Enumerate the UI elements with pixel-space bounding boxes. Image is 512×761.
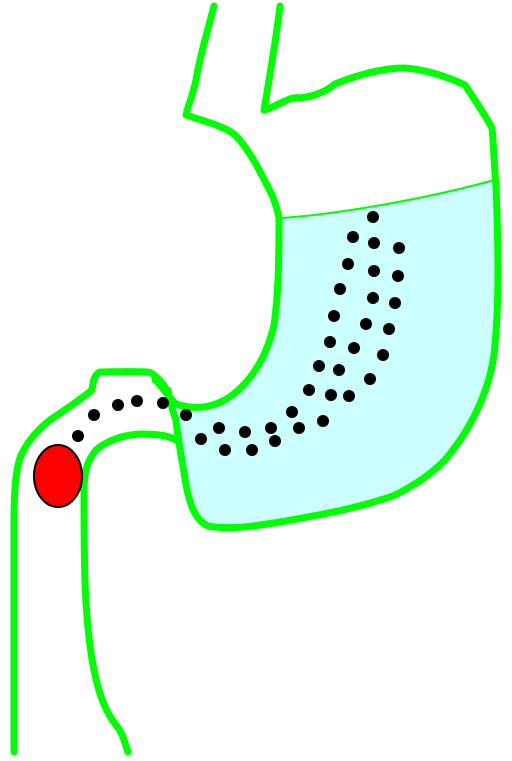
particle-dot <box>377 349 389 361</box>
particle-dot <box>219 444 231 456</box>
particle-dot <box>269 435 281 447</box>
particle-dot <box>313 360 325 372</box>
particle-dot <box>334 283 346 295</box>
particle-dot <box>157 397 169 409</box>
particle-dot <box>195 433 207 445</box>
gastric-fluid-region <box>175 180 496 524</box>
particle-dot <box>324 336 336 348</box>
particle-dot <box>348 342 360 354</box>
particle-dot <box>112 399 124 411</box>
obstruction-mass <box>34 445 82 507</box>
particle-dot <box>180 409 192 421</box>
particle-dot <box>293 422 305 434</box>
particle-dot <box>360 318 372 330</box>
particle-dot <box>333 364 345 376</box>
particle-dot <box>367 292 379 304</box>
particle-dot <box>325 389 337 401</box>
particle-dot <box>368 237 380 249</box>
pyloric-channel-lower <box>84 434 176 752</box>
particle-dot <box>393 242 405 254</box>
particle-dot <box>131 395 143 407</box>
particle-dot <box>383 323 395 335</box>
esophagus-left-wall <box>155 6 279 407</box>
particle-dot <box>246 444 258 456</box>
particle-dot <box>286 406 298 418</box>
particle-dot <box>368 265 380 277</box>
pyloric-channel-upper <box>14 372 165 752</box>
particle-dot <box>265 422 277 434</box>
particle-dot <box>303 384 315 396</box>
particle-dot <box>347 231 359 243</box>
particle-dot <box>367 211 379 223</box>
particle-dot <box>88 409 100 421</box>
particle-dot <box>342 258 354 270</box>
particle-dot <box>72 430 84 442</box>
particle-dot <box>213 422 225 434</box>
particle-dot <box>343 390 355 402</box>
particle-dot <box>328 310 340 322</box>
particle-dot <box>239 426 251 438</box>
particle-dot <box>317 415 329 427</box>
particle-dot <box>364 373 376 385</box>
particle-dot <box>392 270 404 282</box>
particle-dot <box>389 297 401 309</box>
